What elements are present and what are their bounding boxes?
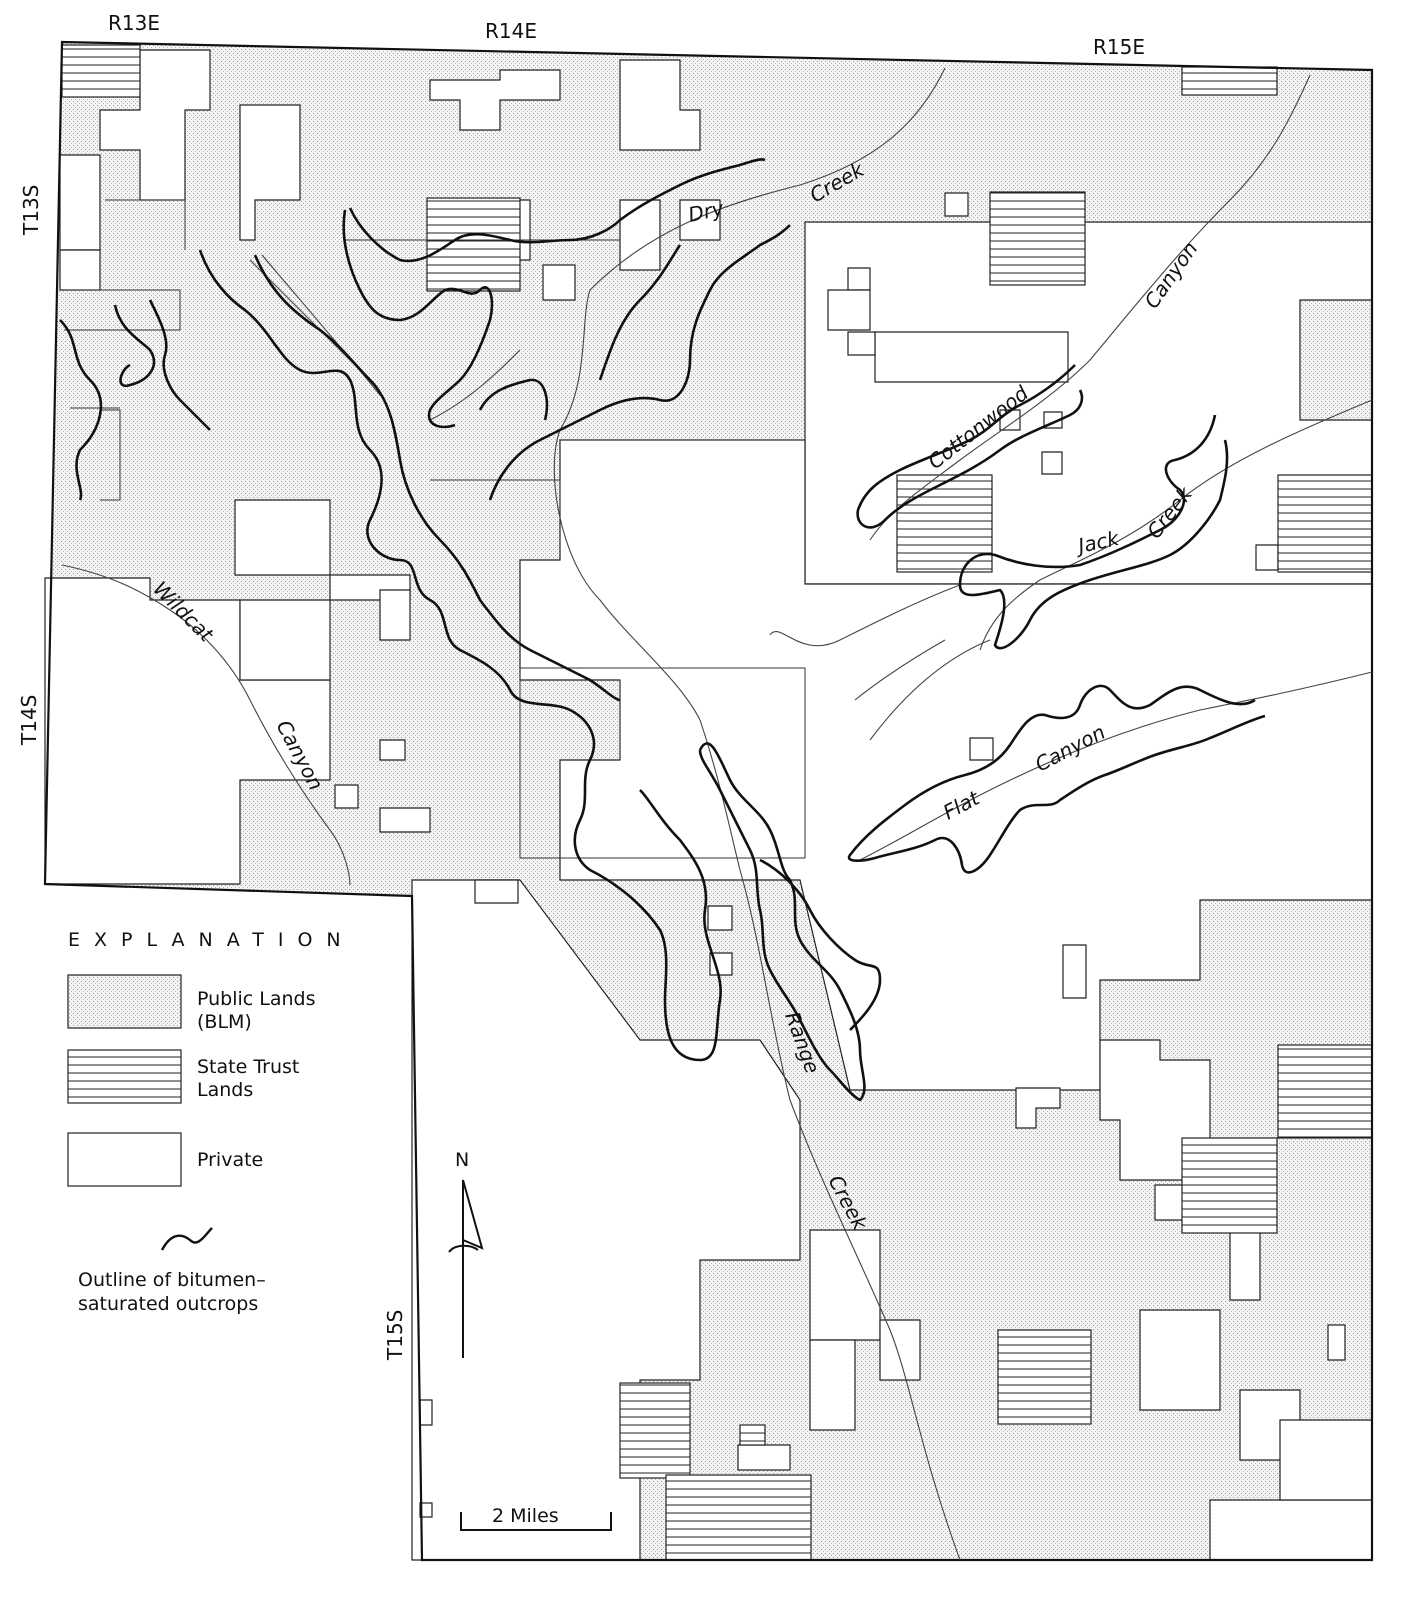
- township-label-t15s: T15S: [383, 1310, 407, 1361]
- private-parcels: [44, 49, 1373, 1561]
- outcrop-main-belt: [198, 249, 722, 1062]
- scale-bar-line: [460, 1512, 612, 1531]
- township-label-t13s: T13S: [19, 185, 43, 236]
- range-label-r14e: R14E: [485, 19, 537, 43]
- legend: EXPLANATION Public Lands (BLM) State Tru…: [67, 929, 355, 1315]
- legend-swatch-public: [67, 974, 182, 1029]
- outcrop-flat-canyon: [847, 684, 1266, 874]
- legend-outline-line1: Outline of bitumen–: [78, 1269, 266, 1291]
- outcrop-west-lobes-3: [148, 299, 211, 431]
- outcrop-central-east: [488, 224, 791, 501]
- outcrop-west-small: [478, 378, 549, 421]
- north-arrow-head: [462, 1179, 484, 1250]
- bitumen-outcrop-outlines: [59, 158, 1266, 1102]
- north-arrow: N: [448, 1149, 484, 1358]
- outcrop-west-lobes-2: [113, 304, 156, 388]
- outcrop-dry-creek: [348, 158, 766, 263]
- dry-creek-stream: [553, 67, 946, 721]
- study-area-boundary: [43, 40, 1374, 1562]
- cottonwood-canyon-stream: [869, 74, 1311, 541]
- north-arrow-declination: [448, 1244, 479, 1253]
- legend-title: EXPLANATION: [68, 929, 355, 951]
- outcrop-range-creek-east: [759, 858, 882, 1031]
- range-creek-stream: [699, 719, 961, 1561]
- outcrop-main-belt-east: [253, 254, 621, 702]
- range-label-r15e: R15E: [1093, 35, 1145, 59]
- north-arrow-label: N: [455, 1149, 469, 1171]
- outcrop-cottonwood: [856, 364, 1084, 529]
- outcrop-central-north: [598, 244, 682, 381]
- range-label-r13e: R13E: [108, 11, 160, 35]
- tributary-stream-6: [429, 349, 521, 421]
- township-label-t14s: T14S: [17, 695, 41, 746]
- tributary-stream-1: [769, 584, 961, 647]
- outcrop-jack-creek: [958, 414, 1229, 650]
- legend-public-line1: Public Lands: [197, 988, 316, 1010]
- legend-outline-symbol: [160, 1227, 213, 1251]
- state-trust-parcels: [61, 44, 1373, 1561]
- legend-state-line1: State Trust: [197, 1056, 299, 1078]
- legend-swatch-state: [67, 1049, 182, 1104]
- streams: [61, 67, 1373, 1561]
- legend-private: Private: [197, 1149, 263, 1171]
- jack-creek-stream: [979, 399, 1373, 651]
- legend-swatch-private: [67, 1132, 182, 1187]
- scale-bar-label: 2 Miles: [492, 1505, 559, 1527]
- tributary-stream-3: [854, 639, 946, 701]
- scale-bar: 2 Miles: [460, 1505, 612, 1531]
- outcrop-west-lobes: [59, 319, 103, 501]
- tributary-stream-2: [869, 639, 991, 741]
- grid-labels: R13E R14E R15E T13S T14S T15S: [17, 11, 1145, 1361]
- legend-outline-line2: saturated outcrops: [78, 1293, 258, 1315]
- flat-canyon-stream: [859, 671, 1373, 861]
- legend-public-line2: (BLM): [197, 1011, 252, 1033]
- wildcat-canyon-stream: [61, 564, 351, 886]
- outcrop-dry-creek-south: [342, 209, 494, 429]
- legend-state-line2: Lands: [197, 1079, 253, 1101]
- outcrop-range-creek-belt: [698, 742, 866, 1102]
